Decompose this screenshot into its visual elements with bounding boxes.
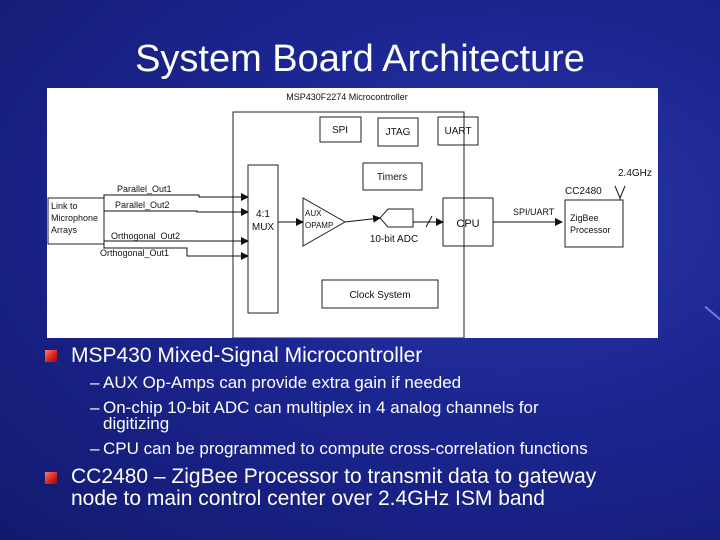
uart-block — [437, 116, 479, 146]
sub-bullet-2-line-2: digitizing — [103, 414, 170, 433]
microphone-link-block — [47, 197, 105, 245]
cc2480-label: CC2480 — [565, 186, 602, 197]
adc-label: 10-bit ADC — [370, 234, 418, 245]
clock-block — [321, 279, 439, 309]
bullet-square-2 — [45, 472, 57, 484]
sub-bullet-3: CPU can be programmed to compute cross-c… — [103, 439, 588, 458]
opamp-label-1: AUX — [305, 209, 322, 218]
orthogonal-out1-line — [103, 244, 249, 260]
parallel-out1-label: Parallel_Out1 — [117, 184, 172, 194]
mux-label-2: MUX — [252, 222, 275, 233]
timers-label: Timers — [377, 172, 407, 183]
orthogonal-out2-label: Orthogonal_Out2 — [111, 231, 180, 241]
architecture-diagram: MSP430F2274 Microcontroller SPI JTAG UAR… — [47, 88, 658, 338]
opamp-label-2: OPAMP — [305, 221, 333, 230]
antenna-icon — [614, 185, 626, 200]
jtag-label: JTAG — [386, 127, 411, 138]
spi-label: SPI — [332, 125, 348, 136]
bullet-1-text: MSP430 Mixed-Signal Microcontroller — [71, 344, 423, 367]
opamp-to-adc-line — [344, 214, 381, 223]
decorative-streak — [704, 305, 720, 325]
bullet-square-1 — [45, 350, 57, 362]
link-label-1: Link to — [51, 201, 78, 211]
spi-uart-label: SPI/UART — [513, 207, 555, 217]
sub-dash-3: – — [90, 439, 100, 458]
parallel-out2-line — [104, 208, 249, 216]
jtag-block — [377, 117, 419, 147]
freq-label: 2.4GHz — [618, 168, 652, 179]
sub-dash-1: – — [90, 373, 100, 392]
zigbee-label-1: ZigBee — [570, 213, 599, 223]
bullet-2-line-1: CC2480 – ZigBee Processor to transmit da… — [71, 465, 597, 488]
link-label-2: Microphone — [51, 213, 98, 223]
link-label-3: Arrays — [51, 225, 78, 235]
mux-label-1: 4:1 — [256, 209, 270, 220]
parallel-out2-label: Parallel_Out2 — [115, 200, 170, 210]
bus-slash — [425, 215, 433, 228]
orthogonal-out1-label: Orthogonal_Out1 — [100, 248, 169, 258]
mux-block — [247, 164, 279, 314]
sub-dash-2: – — [90, 398, 100, 417]
mcu-box — [232, 111, 465, 338]
spi-block — [319, 116, 362, 143]
clock-label: Clock System — [349, 290, 410, 301]
sub-bullet-2-line-1: On-chip 10-bit ADC can multiplex in 4 an… — [103, 398, 539, 417]
sub-bullet-1: AUX Op-Amps can provide extra gain if ne… — [103, 373, 462, 392]
zigbee-block — [564, 199, 624, 248]
timers-block — [362, 162, 423, 191]
bullet-2-line-2: node to main control center over 2.4GHz … — [71, 487, 545, 510]
architecture-diagram-svg: MSP430F2274 Microcontroller SPI JTAG UAR… — [47, 92, 652, 338]
mcu-label: MSP430F2274 Microcontroller — [286, 92, 408, 102]
slide-title: System Board Architecture — [135, 38, 585, 80]
zigbee-label-2: Processor — [570, 225, 611, 235]
uart-label: UART — [444, 126, 471, 137]
parallel-out1-line — [103, 193, 249, 201]
adc-symbol — [379, 208, 414, 228]
cpu-label: CPU — [456, 218, 479, 230]
